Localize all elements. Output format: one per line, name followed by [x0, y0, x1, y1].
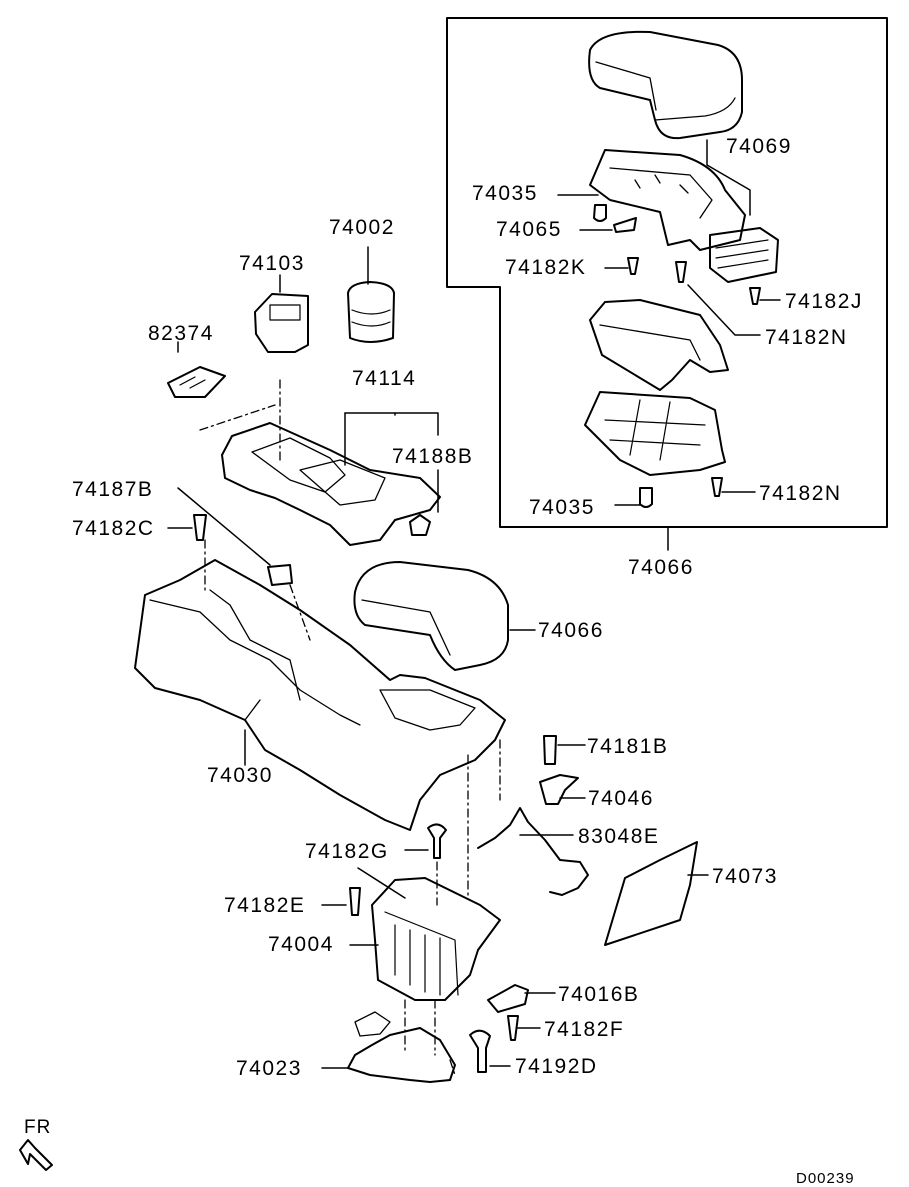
part-label-74030: 74030	[207, 764, 273, 787]
main-leader-lines	[167, 341, 709, 1069]
part-label-74066-assembly: 74066	[628, 556, 694, 579]
part-label-74182J: 74182J	[785, 290, 863, 313]
part-label-74065: 74065	[496, 218, 562, 241]
part-label-74192D: 74192D	[515, 1055, 598, 1078]
part-label-74182C: 74182C	[72, 517, 155, 540]
part-label-74023: 74023	[236, 1057, 302, 1080]
inset-leader-lines	[557, 139, 781, 551]
storage-tray-lower-part	[584, 391, 726, 476]
part-label-74066: 74066	[538, 619, 604, 642]
part-label-74182N-inset-top: 74182N	[765, 326, 848, 349]
fastener-74181B-part	[543, 735, 557, 765]
part-label-83048E: 83048E	[578, 825, 660, 848]
part-label-74114: 74114	[352, 367, 417, 390]
screw-74182F-part	[507, 1015, 519, 1041]
armrest-lid-part	[588, 30, 743, 140]
part-label-74182N-inset-low: 74182N	[759, 482, 842, 505]
small-switch-part	[167, 366, 226, 398]
clip-74188B-part	[409, 514, 431, 536]
bracket-74046-part	[539, 774, 579, 805]
console-body-part	[134, 559, 506, 831]
inset-frame	[446, 17, 888, 528]
lid-hinge-frame-part	[589, 149, 746, 251]
assembly-centre-lines	[199, 379, 501, 1076]
inset-fasteners	[593, 204, 761, 508]
latch-part	[709, 227, 779, 283]
part-label-74182E: 74182E	[224, 894, 306, 917]
side-cover-part	[604, 841, 698, 946]
armrest-part	[353, 561, 509, 671]
part-label-74181B: 74181B	[587, 735, 669, 758]
console-panel-part	[221, 422, 441, 546]
front-direction-label: FR	[24, 1117, 52, 1138]
mount-bracket-part	[347, 1011, 456, 1083]
cup-holder-part	[347, 246, 395, 343]
part-label-74035-inset: 74035	[472, 182, 538, 205]
part-label-74035-inset-low: 74035	[529, 496, 595, 519]
screw-74182G-part	[427, 823, 447, 859]
part-label-74188B: 74188B	[392, 445, 474, 468]
part-label-74182K: 74182K	[505, 256, 587, 279]
part-label-74103: 74103	[239, 252, 305, 275]
part-label-82374: 82374	[148, 322, 214, 345]
part-label-74073: 74073	[712, 865, 778, 888]
clip-74187B-part	[267, 564, 293, 586]
storage-tray-upper-part	[589, 299, 729, 391]
wire-harness-part	[477, 807, 589, 896]
part-label-74187B: 74187B	[72, 478, 154, 501]
part-label-74002: 74002	[329, 216, 395, 239]
front-arrow-icon	[19, 1139, 53, 1171]
part-label-74182G: 74182G	[305, 840, 389, 863]
part-label-74046: 74046	[588, 787, 654, 810]
part-label-74182F: 74182F	[544, 1018, 625, 1041]
screw-74182E-part	[349, 887, 361, 916]
part-label-74004: 74004	[268, 933, 334, 956]
switch-bezel-part	[254, 274, 309, 353]
screw-74182C-part	[193, 514, 207, 541]
diagram-code: D00239	[796, 1170, 855, 1187]
bolt-74192D-part	[469, 1029, 491, 1073]
part-label-74069: 74069	[726, 135, 792, 158]
part-label-74016B: 74016B	[558, 983, 640, 1006]
plate-74016B-part	[487, 984, 529, 1013]
support-bracket-part	[371, 877, 501, 1001]
